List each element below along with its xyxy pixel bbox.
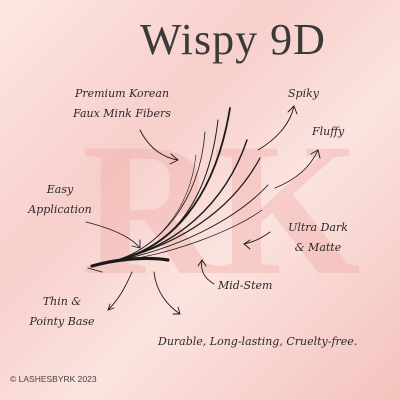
label-fluffy: Fluffy — [312, 125, 345, 138]
arrowhead — [172, 306, 181, 315]
arrow-ultra — [243, 231, 271, 245]
arrow-durable — [153, 271, 181, 315]
arrow-fluffy — [274, 149, 319, 189]
copyright-text: © LASHESBYRK 2023 — [10, 374, 97, 384]
lash-strand — [109, 139, 248, 263]
label-premium-line2: Faux Mink Fibers — [73, 107, 171, 120]
label-premium: Premium Korean Faux Mink Fibers — [62, 84, 182, 124]
label-easy-application: Easy Application — [22, 180, 98, 220]
label-easy-line1: Easy — [46, 183, 74, 196]
label-ultra-line2: & Matte — [294, 241, 342, 254]
label-thin-line1: Thin & — [42, 295, 82, 308]
arrowhead — [169, 153, 179, 165]
arrow-premium — [139, 129, 179, 161]
arrowhead — [107, 303, 115, 311]
label-premium-line1: Premium Korean — [74, 87, 170, 100]
mark-thin — [87, 267, 103, 273]
arrow-midstem — [201, 259, 215, 285]
label-durable: Durable, Long-lasting, Cruelty-free. — [158, 335, 358, 348]
label-easy-line2: Application — [28, 203, 92, 216]
arrow-thin — [107, 271, 133, 311]
arrowhead — [197, 259, 207, 267]
label-ultra-dark: Ultra Dark & Matte — [272, 218, 364, 258]
lash-base — [90, 256, 170, 268]
arrowhead — [131, 239, 141, 249]
label-mid-stem: Mid-Stem — [218, 279, 273, 292]
arrow-spiky — [257, 105, 295, 151]
label-ultra-line1: Ultra Dark — [288, 221, 348, 234]
arrowhead — [287, 105, 298, 115]
lash-strand — [109, 184, 269, 263]
label-spiky: Spiky — [288, 87, 319, 100]
lash-strand — [109, 131, 206, 263]
lash-strand — [109, 119, 219, 263]
label-thin-line2: Pointy Base — [29, 315, 95, 328]
arrowhead — [310, 149, 321, 159]
product-title: Wispy 9D — [140, 15, 326, 64]
arrow-easy — [85, 221, 141, 249]
lash-strand — [109, 154, 197, 263]
arrowhead — [243, 239, 251, 250]
label-thin-pointy: Thin & Pointy Base — [22, 292, 102, 332]
